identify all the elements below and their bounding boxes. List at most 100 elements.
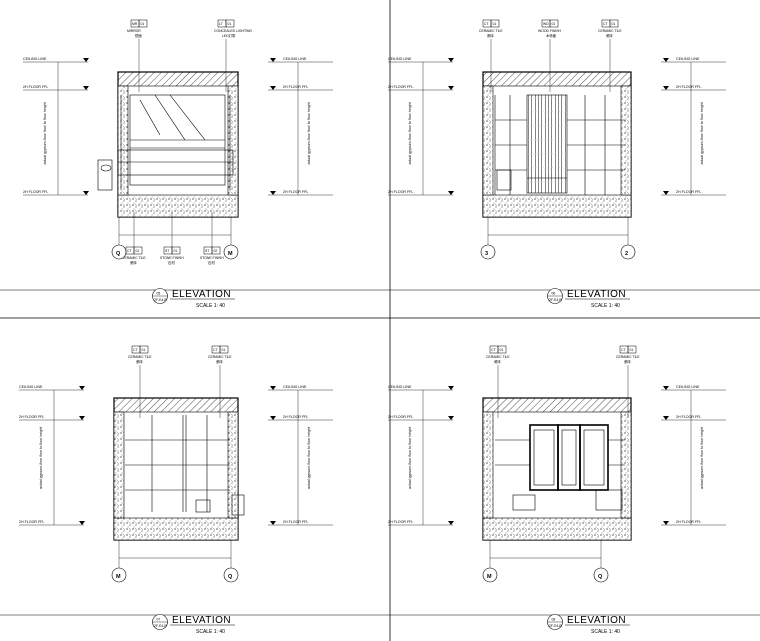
- tag-number-box: [225, 19, 235, 28]
- tag-cn: 瓷砖: [487, 33, 494, 38]
- level-marker-left: [79, 416, 85, 420]
- level-label-right: 2H FLOOR FFL: [676, 520, 701, 524]
- level-marker-right: [270, 521, 276, 525]
- level-marker-left: [83, 86, 89, 90]
- tag-number-box: [219, 345, 229, 354]
- tag-code: CT: [484, 22, 489, 26]
- elevation-panel-08: CEILING LINE CEILING LINE 2H FLOOR FFL 2H F…: [388, 345, 726, 635]
- title-number: 08: [552, 618, 556, 622]
- axis-bubble: [480, 244, 496, 260]
- axis-label: M: [116, 574, 121, 580]
- ceiling-slab-hatch: [117, 71, 239, 87]
- bottom-tag-code: ST: [165, 249, 169, 253]
- bottom-tag-number: 02: [214, 249, 218, 253]
- axis-bubble: [111, 244, 127, 260]
- level-label-left: 2H FLOOR FFL: [388, 415, 413, 419]
- tag-cn: 木饰面: [546, 33, 557, 38]
- scale-label: SCALE 1: 40: [591, 629, 620, 635]
- right-wall-fill: [227, 85, 239, 196]
- elevation-title: ELEVATION: [567, 289, 626, 300]
- bottom-tag-name: STONE FINISH: [160, 256, 184, 260]
- side-note-right: actual gypsum-floor floor to floor heigh…: [307, 102, 311, 164]
- tag-number-box: [549, 19, 559, 28]
- level-label-right: 2H FLOOR FFL: [283, 520, 308, 524]
- tag-code: CT: [603, 22, 608, 26]
- tag-code: CT: [621, 348, 626, 352]
- floor-slab-fill: [482, 517, 632, 541]
- ceiling-slab-hatch: [482, 397, 632, 413]
- bottom-tag-cn: 瓷砖: [130, 260, 137, 265]
- level-marker-left: [79, 386, 85, 390]
- panel-07-interior: [125, 415, 245, 516]
- left-wall-fill: [117, 85, 129, 196]
- level-label-left: CEILING LINE: [23, 57, 47, 61]
- axis-label: Q: [116, 251, 121, 257]
- level-label-left: 2H FLOOR FFL: [388, 85, 413, 89]
- bottom-tag-code: CT: [127, 249, 132, 253]
- level-marker-left: [448, 191, 454, 195]
- panel-08-interior: [495, 424, 625, 511]
- level-marker-right: [270, 386, 276, 390]
- level-marker-right: [663, 191, 669, 195]
- level-label-right: CEILING LINE: [283, 57, 307, 61]
- tag-number: 01: [500, 348, 504, 352]
- level-marker-left: [448, 58, 454, 62]
- panel-05-interior: [97, 94, 234, 191]
- tag-number: 01: [552, 22, 556, 26]
- bottom-tag-number: 01: [136, 249, 140, 253]
- bottom-tag-number-box: [171, 246, 181, 255]
- bottom-tag-name: CERAMIC TILE: [122, 256, 146, 260]
- level-label-right: CEILING LINE: [283, 385, 307, 389]
- level-marker-left: [448, 416, 454, 420]
- panel-06-interior: [494, 94, 625, 195]
- side-note-left: actual gypsum-floor floor to floor heigh…: [408, 427, 412, 489]
- level-marker-left: [448, 521, 454, 525]
- tag-number-box: [139, 345, 149, 354]
- axis-bubble: [223, 244, 239, 260]
- bottom-tag-cn: 石材: [208, 260, 215, 265]
- axis-label: M: [487, 574, 492, 580]
- tag-number: 01: [493, 22, 497, 26]
- axis-label: M: [228, 251, 233, 257]
- tag-cn: 镜面: [135, 33, 142, 38]
- tag-name: CERAMIC TILE: [208, 355, 232, 359]
- bottom-tag-name: STONE FINISH: [200, 256, 224, 260]
- level-label-left: 2H FLOOR FFL: [23, 190, 48, 194]
- tag-number-box: [627, 345, 637, 354]
- level-label-left: CEILING LINE: [388, 385, 412, 389]
- level-label-left: 2H FLOOR FFL: [19, 415, 44, 419]
- bottom-tag-code: ST: [205, 249, 209, 253]
- level-marker-right: [270, 191, 276, 195]
- axis-bubble: [111, 567, 127, 583]
- floor-slab-fill: [117, 194, 239, 218]
- tag-number: 01: [141, 22, 145, 26]
- tag-number-box: [138, 19, 148, 28]
- level-label-right: 2H FLOOR FFL: [676, 415, 701, 419]
- level-label-left: 2H FLOOR FFL: [19, 520, 44, 524]
- level-label-right: 2H FLOOR FFL: [283, 415, 308, 419]
- elevation-title: ELEVATION: [567, 615, 626, 626]
- side-note-right: actual gypsum-floor floor to floor heigh…: [700, 427, 704, 489]
- level-label-right: 2H FLOOR FFL: [676, 190, 701, 194]
- level-label-right: 2H FLOOR FFL: [676, 85, 701, 89]
- tag-code: CT: [491, 348, 496, 352]
- tag-name: WOOD FINISH: [538, 29, 562, 33]
- level-marker-right: [663, 521, 669, 525]
- tag-number: 01: [142, 348, 146, 352]
- level-label-right: CEILING LINE: [676, 385, 700, 389]
- axis-label: Q: [228, 574, 233, 580]
- axis-bubble: [223, 567, 239, 583]
- right-wall-fill: [620, 85, 632, 196]
- title-number: 05: [157, 292, 161, 296]
- tag-cn: 瓷砖: [606, 33, 613, 38]
- title-number: 07: [157, 618, 161, 622]
- bottom-tag-number-box: [133, 246, 143, 255]
- level-label-left: 2H FLOOR FFL: [23, 85, 48, 89]
- level-marker-left: [448, 86, 454, 90]
- title-code: 2F-E4-B: [154, 624, 167, 628]
- tag-cn: 瓷砖: [136, 359, 143, 364]
- side-note-left: actual gypsum-floor floor to floor heigh…: [43, 102, 47, 164]
- left-wall-fill: [113, 411, 125, 519]
